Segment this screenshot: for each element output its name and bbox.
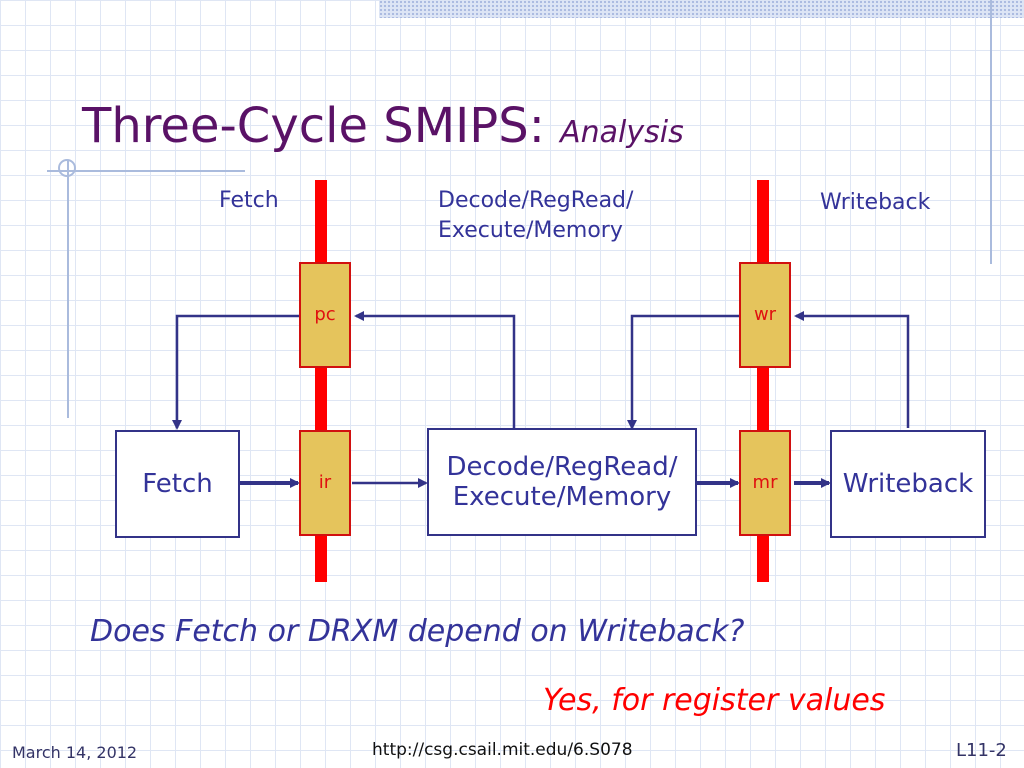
block-drxm: Decode/RegRead/ Execute/Memory bbox=[427, 428, 697, 536]
register-mr: mr bbox=[739, 430, 791, 536]
block-drxm-line2: Execute/Memory bbox=[452, 482, 672, 512]
stage-label-writeback: Writeback bbox=[820, 190, 931, 215]
register-ir: ir bbox=[299, 430, 351, 536]
slide-title-emphasis: Analysis bbox=[560, 115, 684, 150]
title-underline-rule bbox=[47, 170, 245, 172]
answer-text: Yes, for register values bbox=[543, 683, 886, 718]
question-text: Does Fetch or DRXM depend on Writeback? bbox=[90, 614, 745, 649]
footer-page: L11-2 bbox=[956, 740, 1007, 761]
stage-label-drxm-line2: Execute/Memory bbox=[438, 218, 623, 243]
right-vertical-rule bbox=[990, 0, 992, 264]
footer-date: March 14, 2012 bbox=[12, 743, 138, 762]
block-fetch: Fetch bbox=[115, 430, 240, 538]
slide-title-text: Three-Cycle SMIPS: bbox=[82, 98, 545, 154]
register-wr: wr bbox=[739, 262, 791, 368]
arrow-writeback-to-wr bbox=[794, 311, 910, 428]
block-fetch-label: Fetch bbox=[142, 469, 213, 499]
left-vertical-rule bbox=[67, 160, 69, 418]
arrow-wr-to-drxm bbox=[627, 314, 740, 430]
stage-label-drxm-line1: Decode/RegRead/ bbox=[438, 188, 634, 213]
top-right-stipple-texture bbox=[379, 0, 1024, 18]
stage-label-drxm: Decode/RegRead/ Execute/Memory bbox=[438, 186, 633, 246]
title-rule-ornament bbox=[58, 159, 76, 177]
block-writeback-label: Writeback bbox=[842, 469, 974, 499]
block-drxm-line1: Decode/RegRead/ bbox=[446, 452, 678, 482]
register-pc: pc bbox=[299, 262, 351, 368]
arrow-pc-to-fetch bbox=[172, 314, 300, 430]
block-writeback: Writeback bbox=[830, 430, 986, 538]
footer-url: http://csg.csail.mit.edu/6.S078 bbox=[372, 740, 633, 760]
slide-title: Three-Cycle SMIPS: Analysis bbox=[82, 98, 684, 154]
arrow-drxm-to-pc bbox=[354, 311, 516, 428]
stage-label-fetch: Fetch bbox=[219, 188, 279, 213]
